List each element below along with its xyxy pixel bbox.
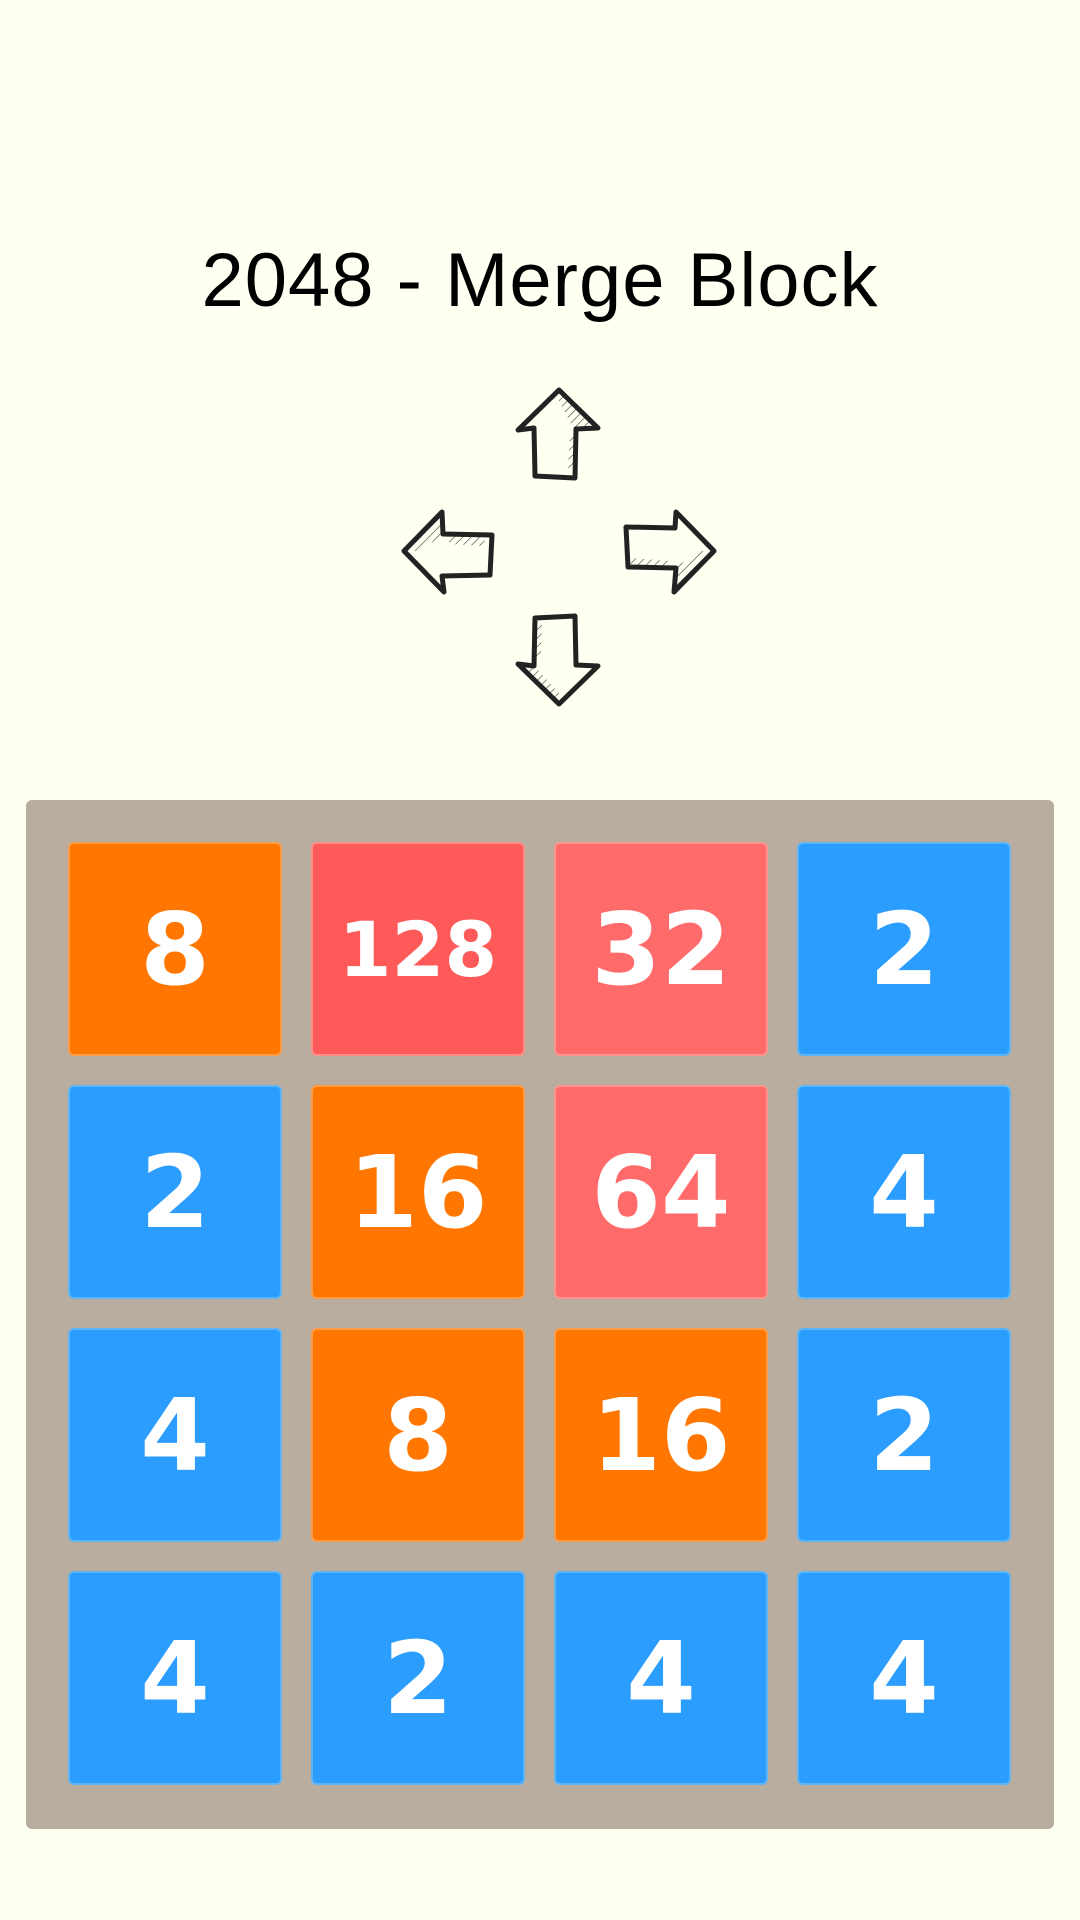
tile-r2-c4: 4 xyxy=(797,1085,1011,1299)
tile-r1-c4: 2 xyxy=(797,842,1011,1056)
arrow-up-icon xyxy=(515,387,601,481)
game-title: 2048 - Merge Block xyxy=(201,238,879,323)
swipe-up-button[interactable] xyxy=(514,386,604,484)
swipe-left-button[interactable] xyxy=(400,506,498,596)
tile-r2-c1: 2 xyxy=(68,1085,282,1299)
tile-r2-c3: 64 xyxy=(554,1085,768,1299)
tile-r1-c3: 32 xyxy=(554,842,768,1056)
game-board[interactable]: 8 128 32 2 2 16 64 4 4 8 16 2 4 2 4 4 xyxy=(26,800,1054,1829)
tile-r4-c3: 4 xyxy=(554,1571,768,1785)
tile-r1-c1: 8 xyxy=(68,842,282,1056)
tile-r3-c1: 4 xyxy=(68,1328,282,1542)
tile-r4-c1: 4 xyxy=(68,1571,282,1785)
tile-r4-c2: 2 xyxy=(311,1571,525,1785)
tile-r1-c2: 128 xyxy=(311,842,525,1056)
tile-r3-c3: 16 xyxy=(554,1328,768,1542)
tile-r4-c4: 4 xyxy=(797,1571,1011,1785)
arrow-left-icon xyxy=(401,509,495,595)
swipe-down-button[interactable] xyxy=(514,610,604,708)
tile-r2-c2: 16 xyxy=(311,1085,525,1299)
swipe-right-button[interactable] xyxy=(620,506,718,596)
tile-r3-c4: 2 xyxy=(797,1328,1011,1542)
arrow-right-icon xyxy=(623,509,717,595)
tile-r3-c2: 8 xyxy=(311,1328,525,1542)
arrow-down-icon xyxy=(515,613,601,707)
